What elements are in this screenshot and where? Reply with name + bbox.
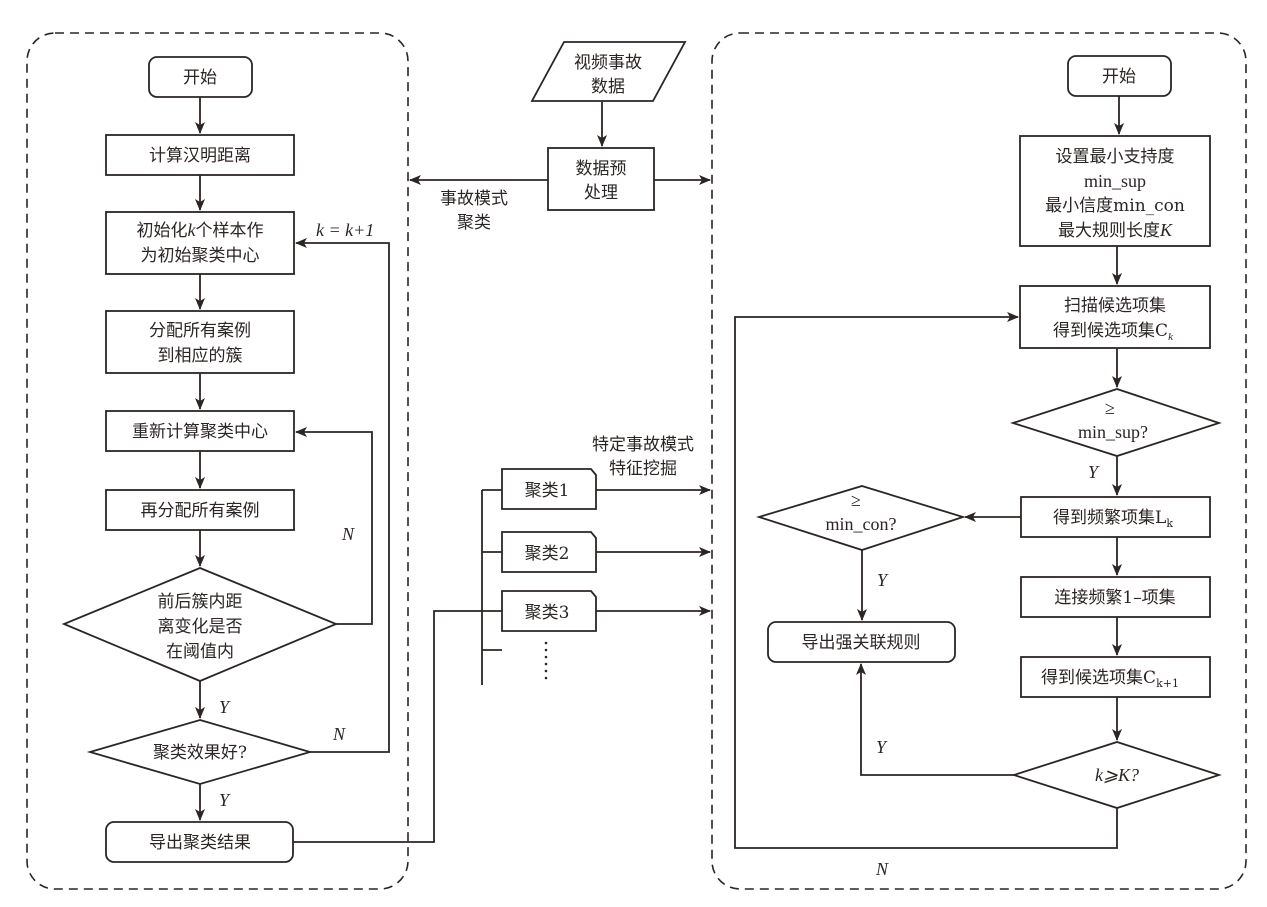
hamming-label: 计算汉明距离 [149,146,251,166]
k-no-loop [734,312,1118,849]
label-n-k: N [875,859,889,879]
right-panel-border [711,32,1247,890]
min-con-symbol: ≥ [851,490,861,510]
cluster-2-label: 聚类2 [525,544,570,564]
quality-decision[interactable]: 聚类效果好? [86,719,314,785]
right-branch-label-1: 特定事故模式 [592,435,694,455]
right-start-label: 开始 [1102,67,1136,87]
scan-candidates-node[interactable]: 扫描候选项集 得到候选项集Ck [1019,285,1211,349]
frequent-itemset-node[interactable]: 得到频繁项集Lk [1020,496,1211,538]
preprocess-label-1: 数据预 [576,159,627,179]
left-branch-label-2: 聚类 [457,213,491,233]
setup-label-2: min_sup [1084,171,1146,191]
label-y-con: Y [877,570,889,590]
label-y-k: Y [876,737,888,757]
right-start-node[interactable]: 开始 [1067,55,1172,97]
label-k-update: k = k+1 [316,220,374,240]
threshold-label-1: 前后簇内距 [158,592,243,612]
cluster-1-node[interactable]: 聚类1 [501,468,597,510]
label-n-threshold: N [341,524,355,544]
min-sup-symbol: ≥ [1105,398,1115,418]
setup-label-3: 最小信度min_con [1045,196,1185,216]
min-sup-label: min_sup? [1078,422,1148,442]
threshold-label-2: 离变化是否 [158,617,243,637]
left-start-node[interactable]: 开始 [148,56,253,98]
reassign-label: 再分配所有案例 [141,501,260,521]
threshold-decision[interactable]: 前后簇内距 离变化是否 在阈值内 [61,567,339,682]
label-y-threshold: Y [219,697,231,717]
scan-label-1: 扫描候选项集 [1064,296,1166,316]
left-start-label: 开始 [183,68,217,88]
export-rules-label: 导出强关联规则 [802,633,921,653]
cluster-2-node[interactable]: 聚类2 [501,531,597,573]
connector-results-to-clusters [293,610,502,843]
min-con-label: min_con? [826,514,897,534]
hamming-node[interactable]: 计算汉明距离 [105,134,295,176]
preprocess-node[interactable]: 数据预 处理 [547,147,655,211]
right-branch-label-2: 特征挖掘 [609,459,677,479]
init-centers-node[interactable]: 初始化k个样本作 为初始聚类中心 [105,211,295,275]
input-label-1: 视频事故 [574,53,642,73]
setup-params-node[interactable]: 设置最小支持度 min_sup 最小信度min_con 最大规则长度K [1019,135,1211,247]
preprocess-label-2: 处理 [584,183,618,203]
cluster-1-label: 聚类1 [525,481,570,501]
assign-label-2: 到相应的簇 [158,346,243,366]
candidate-next-label: 得到候选项集Ck+1 [1041,668,1179,690]
input-label-2: 数据 [591,77,625,97]
cluster-3-label: 聚类3 [525,603,570,623]
join-itemset-node[interactable]: 连接频繁1–项集 [1020,576,1211,618]
scan-label-2: 得到候选项集Ck [1053,321,1174,343]
cluster-more-dots [544,641,548,680]
setup-label-1: 设置最小支持度 [1056,147,1175,167]
k-yes-to-export [856,663,1014,776]
label-y-quality: Y [219,790,231,810]
min-sup-decision[interactable]: ≥ min_sup? [1010,388,1222,457]
recompute-label: 重新计算聚类中心 [132,422,268,442]
cluster-3-node[interactable]: 聚类3 [501,590,597,632]
min-con-decision[interactable]: ≥ min_con? [755,485,966,551]
join-label: 连接频繁1–项集 [1054,588,1175,608]
init-label-1: 初始化k个样本作 [137,220,264,241]
loop-quality-no [295,238,390,753]
quality-label: 聚类效果好? [153,743,247,763]
label-y-sup: Y [1088,462,1100,482]
assign-label-1: 分配所有案例 [149,321,251,341]
recompute-node[interactable]: 重新计算聚类中心 [105,410,295,452]
reassign-node[interactable]: 再分配所有案例 [105,489,295,531]
assign-node[interactable]: 分配所有案例 到相应的簇 [105,310,295,374]
candidate-next-node[interactable]: 得到候选项集Ck+1 [1020,656,1211,698]
left-panel-border [26,32,409,890]
k-decision[interactable]: k⩾K? [1011,741,1222,809]
export-clusters-label: 导出聚类结果 [149,833,251,853]
export-rules-node[interactable]: 导出强关联规则 [767,621,956,663]
init-label-2: 为初始聚类中心 [141,246,260,266]
left-branch-label-1: 事故模式 [440,189,508,209]
input-data-node[interactable]: 视频事故 数据 [530,41,687,102]
setup-label-4: 最大规则长度K [1058,220,1173,241]
loop-threshold-no [295,427,373,625]
label-n-quality: N [332,724,346,744]
k-decision-label: k⩾K? [1095,765,1139,785]
export-clusters-node[interactable]: 导出聚类结果 [105,821,294,863]
frequent-label: 得到频繁项集Lk [1053,508,1173,530]
threshold-label-3: 在阈值内 [166,642,234,662]
